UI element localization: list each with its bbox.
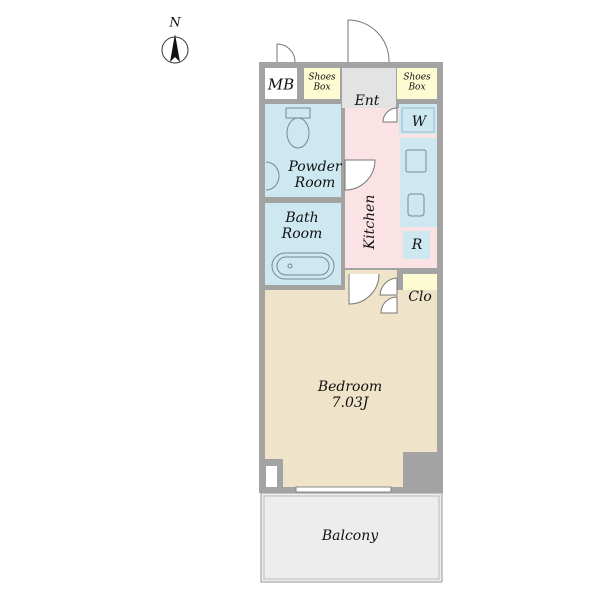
refrigerator-label: R bbox=[411, 236, 423, 253]
mb-door bbox=[276, 43, 296, 63]
bedroom-label: Bedroom bbox=[317, 378, 383, 395]
stove-icon bbox=[405, 149, 427, 173]
shoes-label: Shoes bbox=[308, 72, 336, 83]
entrance-area bbox=[342, 68, 396, 108]
balcony-label: Balcony bbox=[321, 527, 379, 544]
compass-north-label: N bbox=[169, 15, 181, 31]
entrance-door bbox=[347, 19, 390, 63]
room-label: Room bbox=[294, 175, 336, 191]
shoes-label: Shoes bbox=[403, 72, 431, 83]
balcony-area bbox=[260, 492, 443, 583]
sink-icon bbox=[407, 193, 425, 217]
washer-door bbox=[382, 107, 398, 123]
bedroom-size-label: 7.03J bbox=[331, 395, 369, 411]
mb-label: MB bbox=[267, 75, 295, 94]
bedroom-door bbox=[348, 273, 380, 305]
shoes-box-right-area bbox=[397, 68, 437, 99]
shoes-box-left-area bbox=[304, 68, 340, 99]
mb-area bbox=[265, 68, 297, 99]
powder-room-door bbox=[344, 159, 376, 191]
room-label: Room bbox=[281, 226, 323, 242]
entrance-label: Ent bbox=[354, 92, 380, 109]
bathtub-icon bbox=[271, 252, 335, 280]
kitchen-label: Kitchen bbox=[361, 194, 378, 250]
refrigerator-area bbox=[403, 231, 430, 259]
closet-door bbox=[379, 277, 398, 314]
closet-label: Clo bbox=[408, 288, 432, 305]
box-label: Box bbox=[408, 83, 426, 93]
box-label: Box bbox=[313, 83, 331, 93]
washer-label: W bbox=[411, 113, 427, 130]
compass-icon bbox=[161, 34, 189, 64]
column bbox=[403, 452, 437, 487]
washer-area bbox=[399, 104, 437, 134]
washbasin-icon bbox=[265, 161, 280, 191]
balcony-window bbox=[295, 486, 392, 493]
bath-label: Bath bbox=[285, 209, 319, 226]
powder-label: Powder bbox=[288, 158, 342, 175]
bath-room-area bbox=[265, 203, 341, 285]
